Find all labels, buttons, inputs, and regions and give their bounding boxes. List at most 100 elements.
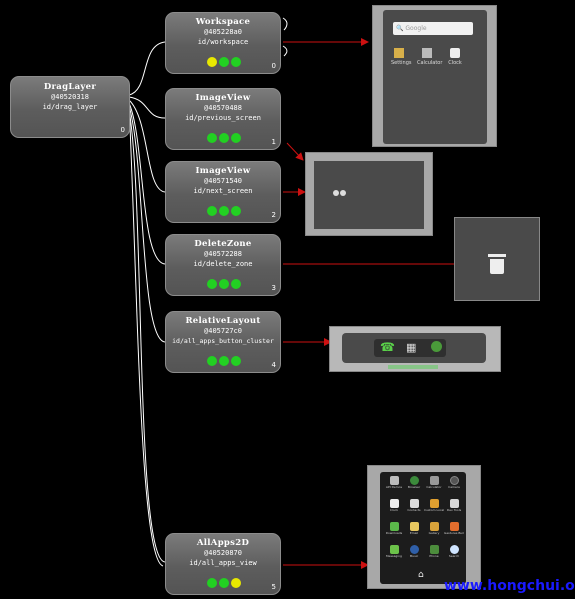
node-index: 0 <box>120 126 125 134</box>
workspace-preview: 🔍 Google Settings Calculator Clock <box>372 5 497 147</box>
child-node-delete-zone[interactable]: DeleteZone @40572288 id/delete_zone 3 <box>165 234 281 296</box>
settings-label: Settings <box>391 60 412 66</box>
node-view-id: id/workspace <box>197 38 249 46</box>
wire-previous-screen <box>128 96 166 119</box>
status-dots <box>207 578 241 588</box>
trash-icon <box>488 254 506 274</box>
status-dot-layout <box>219 279 229 289</box>
app-tile[interactable]: Dev Tools <box>444 499 464 520</box>
node-index: 5 <box>271 583 276 591</box>
status-dot-measure <box>207 133 217 143</box>
node-name: ImageView <box>195 166 251 176</box>
node-hash: @40571540 <box>204 177 242 185</box>
app-icon <box>409 545 419 554</box>
status-dot-measure <box>207 279 217 289</box>
app-tile[interactable]: API Demos <box>384 476 404 497</box>
app-label: Downloads <box>385 531 403 535</box>
app-tile[interactable]: Contacts <box>404 499 424 520</box>
wire-next-screen <box>128 99 166 193</box>
calculator-label: Calculator <box>417 60 443 66</box>
home-icon[interactable]: ⌂ <box>418 570 424 580</box>
app-tile[interactable]: Music <box>404 545 424 566</box>
page-indicator-icon <box>333 190 346 196</box>
app-icon <box>389 545 399 554</box>
node-index: 2 <box>271 211 276 219</box>
app-icon <box>409 499 419 508</box>
status-dots <box>207 356 241 366</box>
status-dot-layout <box>219 578 229 588</box>
app-label: Custom Locale <box>424 508 444 512</box>
app-icon <box>389 476 399 485</box>
status-dot-layout <box>219 206 229 216</box>
node-hash: @405228a0 <box>204 28 242 36</box>
status-dot-layout <box>219 57 229 67</box>
status-dots <box>207 133 241 143</box>
app-tile[interactable]: Phone <box>424 545 444 566</box>
app-tile[interactable]: Email <box>404 522 424 543</box>
node-index: 1 <box>271 138 276 146</box>
clock-icon <box>450 48 460 58</box>
child-node-previous-screen[interactable]: ImageView @40570488 id/previous_screen 1 <box>165 88 281 150</box>
app-label: Gallery <box>428 531 440 535</box>
app-icon <box>449 499 459 508</box>
child-node-workspace[interactable]: Workspace @405228a0 id/workspace 0 <box>165 12 281 74</box>
app-icon <box>449 545 459 554</box>
app-icon <box>449 522 459 531</box>
wire-allapps <box>128 109 166 563</box>
status-dots <box>207 57 241 67</box>
calculator-icon <box>422 48 432 58</box>
app-icon <box>429 499 439 508</box>
status-dot-draw <box>231 133 241 143</box>
child-node-button-cluster[interactable]: RelativeLayout @405727c0 id/all_apps_but… <box>165 311 281 373</box>
status-dot-measure <box>207 578 217 588</box>
app-label: Music <box>409 554 419 558</box>
node-view-id: id/all_apps_button_cluster <box>172 337 274 345</box>
settings-shortcut[interactable]: Settings <box>391 48 412 66</box>
app-label: Contacts <box>407 508 421 512</box>
search-icon: 🔍 <box>396 25 404 32</box>
app-tile[interactable]: Gestures Builder <box>444 522 464 543</box>
app-label: Phone <box>429 554 439 558</box>
app-tile[interactable]: Clock <box>384 499 404 520</box>
node-index: 0 <box>271 62 276 70</box>
app-tile[interactable]: Search <box>444 545 464 566</box>
clock-label: Clock <box>448 60 462 66</box>
app-tile[interactable]: Browser <box>404 476 424 497</box>
app-tile[interactable]: Gallery <box>424 522 444 543</box>
search-bar[interactable]: 🔍 Google <box>393 22 473 35</box>
allapps-preview: API Demos Browser Calculator Camera Cloc… <box>367 465 481 589</box>
app-tile[interactable]: Camera <box>444 476 464 497</box>
status-dot-measure <box>207 356 217 366</box>
node-view-id: id/previous_screen <box>185 114 261 122</box>
app-tile[interactable]: Calculator <box>424 476 444 497</box>
app-tile[interactable]: Messaging <box>384 545 404 566</box>
app-label: Browser <box>407 485 421 489</box>
app-grid: API Demos Browser Calculator Camera Cloc… <box>384 476 464 566</box>
app-label: Dev Tools <box>446 508 462 512</box>
calculator-shortcut[interactable]: Calculator <box>417 48 443 66</box>
status-dot-draw <box>231 57 241 67</box>
node-index: 4 <box>271 361 276 369</box>
node-view-id: id/drag_layer <box>42 103 98 111</box>
node-name: DeleteZone <box>194 239 252 249</box>
child-node-allapps[interactable]: AllApps2D @40520870 id/all_apps_view 5 <box>165 533 281 595</box>
node-hash: @40572288 <box>204 250 242 258</box>
node-view-id: id/all_apps_view <box>189 559 257 567</box>
child-node-next-screen[interactable]: ImageView @40571540 id/next_screen 2 <box>165 161 281 223</box>
arrow-previous-screen <box>286 142 304 161</box>
browser-icon[interactable] <box>431 341 442 352</box>
node-hash: @40570488 <box>204 104 242 112</box>
node-name: DragLayer <box>43 82 97 92</box>
root-node-draglayer[interactable]: DragLayer @40520318 id/drag_layer 0 <box>10 76 130 138</box>
phone-icon[interactable]: ☎ <box>380 340 395 354</box>
clock-shortcut[interactable]: Clock <box>447 48 463 66</box>
app-tile[interactable]: Custom Locale <box>424 499 444 520</box>
app-tile[interactable]: Downloads <box>384 522 404 543</box>
grid-icon[interactable]: ▦ <box>406 341 417 354</box>
app-label: Search <box>448 554 460 558</box>
status-dot-measure <box>207 57 217 67</box>
status-dot-layout <box>219 133 229 143</box>
app-label: API Demos <box>385 485 403 489</box>
status-dot-measure <box>207 206 217 216</box>
